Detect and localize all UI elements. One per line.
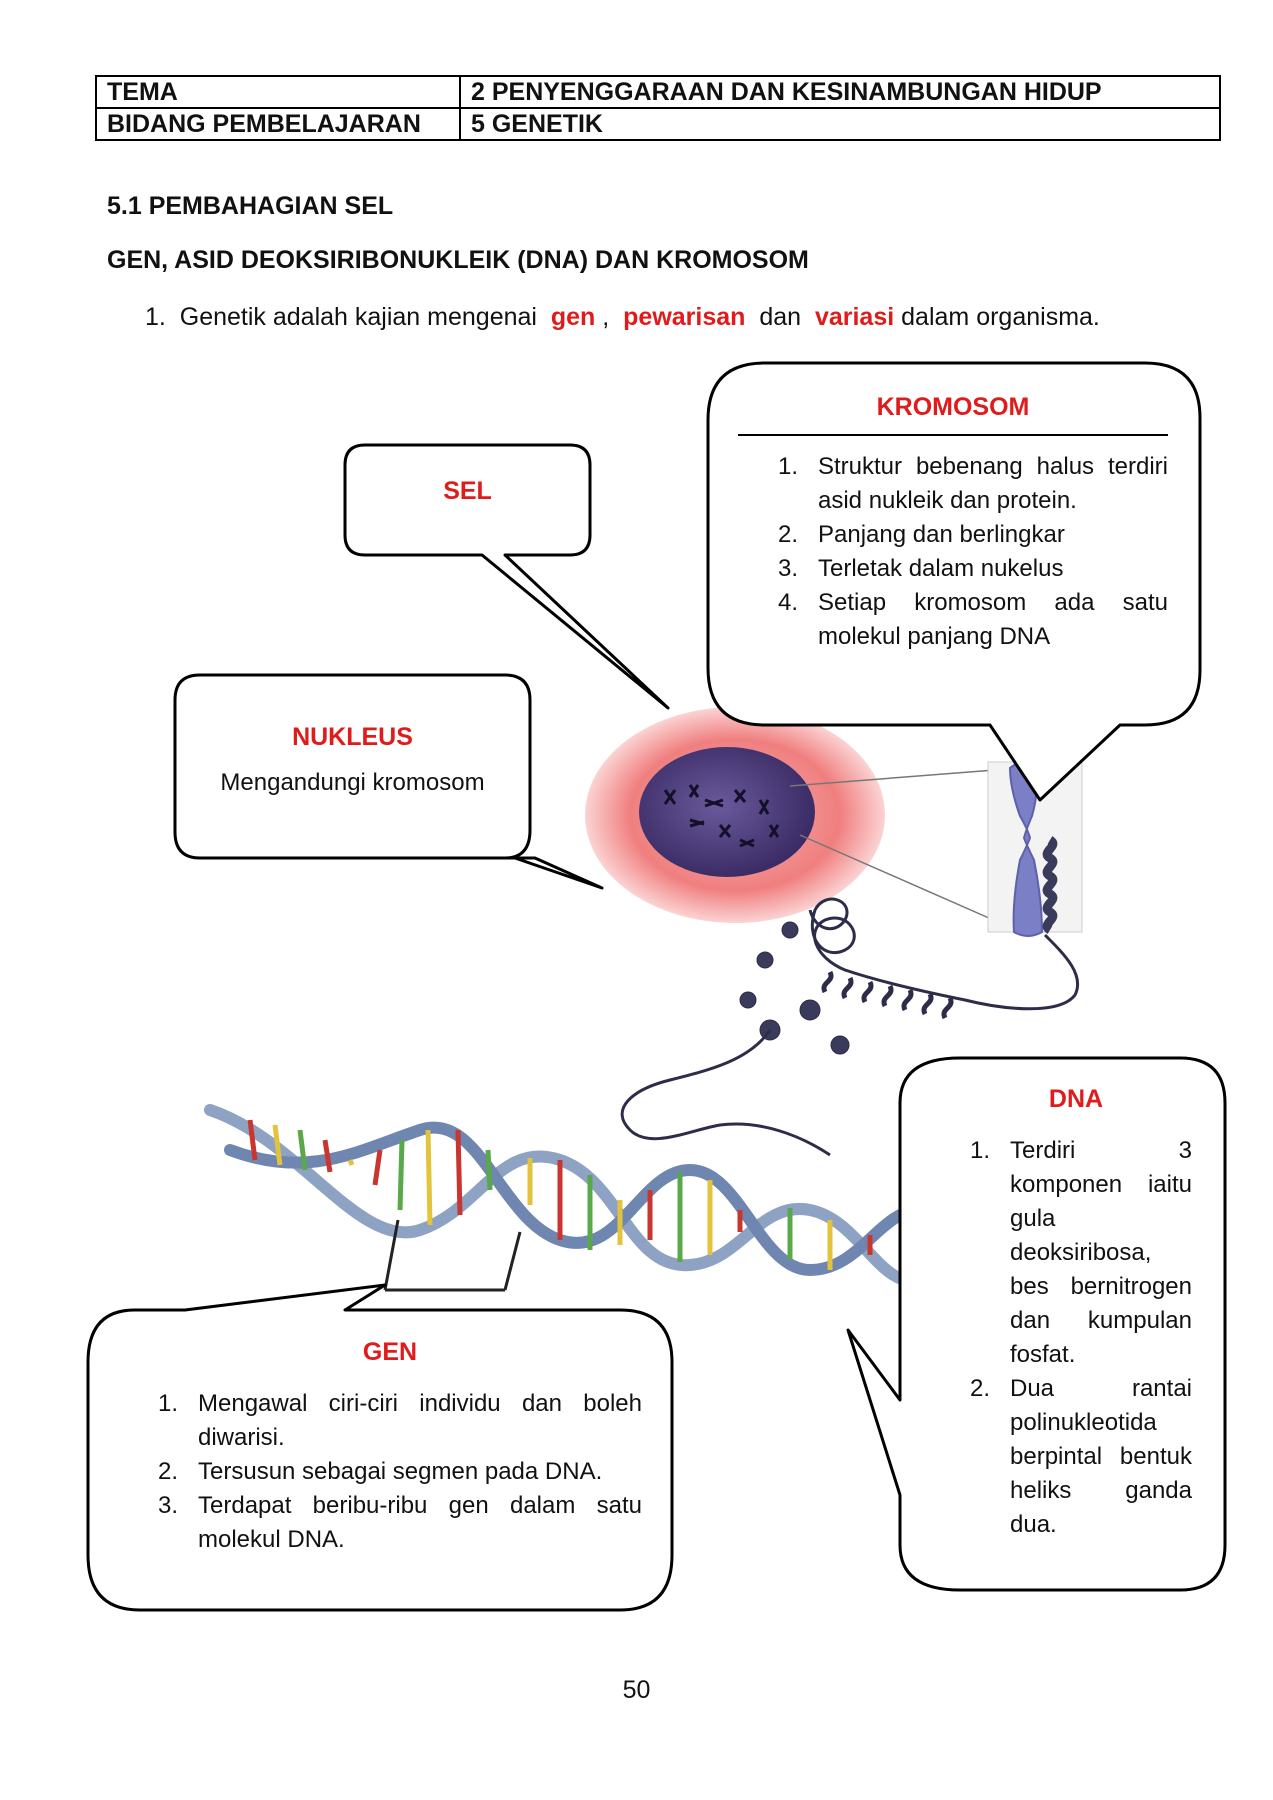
gen-title: GEN xyxy=(362,1338,418,1366)
intro-text-a: Genetik adalah kajian mengenai xyxy=(179,303,537,331)
dna-item: 1.Terdiri 3 komponen iaitu gula deoksiri… xyxy=(970,1137,1192,1368)
gen-bubble xyxy=(86,1283,674,1612)
kromosom-divider xyxy=(738,434,1168,436)
intro-text-b: dalam organisma. xyxy=(901,303,1100,331)
sel-callout: SEL xyxy=(345,474,590,508)
nukleus-bubble xyxy=(173,673,604,890)
kromosom-item: 3.Terletak dalam nukelus xyxy=(778,555,1064,582)
keyword-gen: gen xyxy=(550,303,596,331)
gen-item: 1.Mengawal ciri-ciri individu dan boleh … xyxy=(158,1390,642,1451)
bidang-label: BIDANG PEMBELAJARAN xyxy=(95,107,461,141)
intro-sep1: , xyxy=(602,303,610,331)
dna-title: DNA xyxy=(1048,1085,1104,1113)
dna-callout: DNA 1.Terdiri 3 komponen iaitu gula deok… xyxy=(970,1082,1192,1542)
nukleus-callout: NUKLEUS Mengandungi kromosom xyxy=(175,720,530,800)
tema-label: TEMA xyxy=(95,75,461,109)
page-number: 50 xyxy=(622,1676,651,1704)
subtitle: GEN, ASID DEOKSIRIBONUKLEIK (DNA) DAN KR… xyxy=(107,246,809,274)
intro-line: 1. Genetik adalah kajian mengenai gen , … xyxy=(145,303,1100,332)
chromatin-illustration xyxy=(620,897,1080,1157)
kromosom-callout: KROMOSOM 1.Struktur bebenang halus terdi… xyxy=(738,390,1168,654)
kromosom-list: 1.Struktur bebenang halus terdiri asid n… xyxy=(778,450,1168,654)
gen-item: 2.Tersusun sebagai segmen pada DNA. xyxy=(158,1458,603,1485)
gen-item: 3.Terdapat beribu-ribu gen dalam satu mo… xyxy=(158,1492,642,1553)
gen-list: 1.Mengawal ciri-ciri individu dan boleh … xyxy=(158,1387,642,1557)
dna-list: 1.Terdiri 3 komponen iaitu gula deoksiri… xyxy=(970,1134,1192,1542)
cell-illustration xyxy=(585,707,885,923)
nukleus-title: NUKLEUS xyxy=(292,723,413,751)
nucleus-chromosomes xyxy=(663,784,780,848)
kromosom-item: 4.Setiap kromosom ada satu molekul panja… xyxy=(778,589,1168,650)
gen-bracket xyxy=(383,1219,522,1292)
dna-bubble xyxy=(846,1056,1227,1592)
keyword-pewarisan: pewarisan xyxy=(623,303,746,331)
intro-num: 1. xyxy=(145,303,166,331)
kromosom-bubble xyxy=(706,361,1202,802)
keyword-variasi: variasi xyxy=(814,303,895,331)
intro-sep2: dan xyxy=(759,303,802,331)
kromosom-item: 1.Struktur bebenang halus terdiri asid n… xyxy=(778,453,1168,514)
nukleus-text: Mengandungi kromosom xyxy=(220,769,485,796)
tema-value: 2 PENYENGGARAAN DAN KESINAMBUNGAN HIDUP xyxy=(459,75,1221,109)
header-row-bidang: BIDANG PEMBELAJARAN 5 GENETIK xyxy=(95,107,1221,141)
kromosom-title: KROMOSOM xyxy=(876,393,1030,421)
sel-bubble xyxy=(343,443,670,710)
nucleus-illustration xyxy=(639,747,815,877)
bidang-value: 5 GENETIK xyxy=(459,107,1221,141)
section-title: 5.1 PEMBAHAGIAN SEL xyxy=(107,192,394,220)
kromosom-item: 2.Panjang dan berlingkar xyxy=(778,521,1065,548)
dna-item: 2.Dua rantai polinukleotida berpintal be… xyxy=(970,1375,1192,1538)
header-row-tema: TEMA 2 PENYENGGARAAN DAN KESINAMBUNGAN H… xyxy=(95,75,1221,109)
chromosome-illustration xyxy=(1008,762,1058,937)
gen-callout: GEN 1.Mengawal ciri-ciri individu dan bo… xyxy=(158,1335,642,1557)
sel-title: SEL xyxy=(443,477,492,505)
header-table: TEMA 2 PENYENGGARAAN DAN KESINAMBUNGAN H… xyxy=(95,75,1221,141)
